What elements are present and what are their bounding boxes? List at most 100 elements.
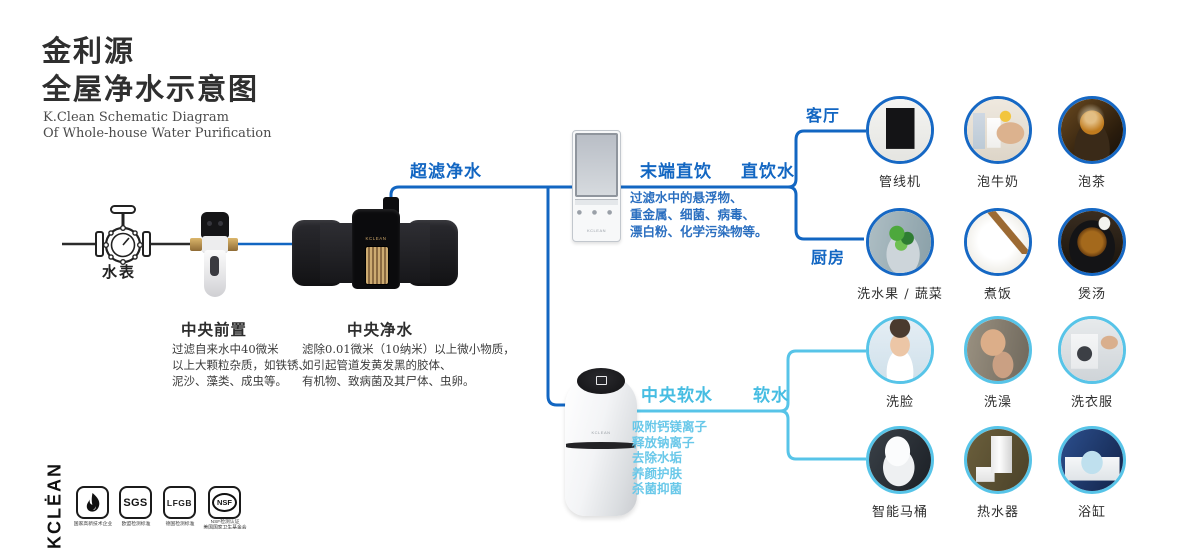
wash-face-photo xyxy=(869,319,931,381)
terminal-drinking-description: 过滤水中的悬浮物、 重金属、细菌、病毒、 漂白粉、化学污染物等。 xyxy=(630,189,768,240)
dispenser-panel xyxy=(575,133,618,197)
cert-badge-sgs: SGS xyxy=(119,486,152,519)
usage-soup xyxy=(1058,208,1126,276)
purifier-desc-line: 滤除0.01微米（10纳米）以上微小物质， xyxy=(302,342,515,356)
usage-laundry xyxy=(1058,316,1126,384)
dispenser-band xyxy=(575,199,618,205)
softener-desc-line: 释放钠离子 xyxy=(632,434,695,450)
usage-bathtub xyxy=(1058,426,1126,494)
softener-desc-line: 养颜护肤 xyxy=(632,465,683,481)
cert-badge-hightech xyxy=(76,486,109,519)
bathroom-branch xyxy=(774,409,866,461)
prefilter-heading: 中央前置 xyxy=(181,320,248,339)
usage-cook-rice xyxy=(964,208,1032,276)
page-title-line2: 全屋净水示意图 xyxy=(42,72,260,106)
softener-desc-line: 去除水垢 xyxy=(632,450,683,465)
zone-kitchen-label: 厨房 xyxy=(811,248,846,267)
soft-water-label: 软水 xyxy=(753,386,789,406)
usage-label: 洗水果 / 蔬菜 xyxy=(857,287,943,302)
terminal-desc-line: 重金属、细菌、病毒、 xyxy=(630,207,756,222)
softener-band xyxy=(566,442,636,449)
usage-label: 智能马桶 xyxy=(871,505,928,520)
prefilter-device xyxy=(188,211,240,299)
direct-drink-water-label: 直饮水 xyxy=(741,162,795,182)
usage-label: 洗澡 xyxy=(983,395,1012,410)
badge-caption: 欧盟检测标准 xyxy=(121,521,151,527)
flame-icon xyxy=(86,492,99,512)
softener-feed-line xyxy=(546,187,600,407)
prefilter-fitting-left xyxy=(190,238,202,251)
softener-display-icon xyxy=(596,376,607,385)
nsf-label: NSF xyxy=(217,498,232,507)
kitchen-branch xyxy=(780,185,864,241)
softener-desc-line: 吸附钙镁离子 xyxy=(632,419,708,434)
purifier-brand-text: KCLEAN xyxy=(365,236,387,241)
usage-water-heater xyxy=(964,426,1032,494)
usage-wash-face xyxy=(866,316,934,384)
softener-brand-text: KCLEAN xyxy=(591,430,611,435)
usage-label: 泡茶 xyxy=(1077,175,1106,190)
cert-badge-lfgb: LFGB xyxy=(163,486,196,519)
zone-living-room-label: 客厅 xyxy=(806,106,841,125)
pipeline-machine-photo xyxy=(869,99,931,161)
lfgb-label: LFGB xyxy=(166,497,193,508)
water-meter-icon xyxy=(95,205,151,266)
tea-photo xyxy=(1061,99,1123,161)
purifier-gold-panel xyxy=(366,247,388,284)
usage-label: 煮饭 xyxy=(983,287,1012,302)
cert-badge-nsf: NSF xyxy=(208,486,241,519)
rice-photo xyxy=(967,211,1029,273)
softener-display xyxy=(577,368,625,394)
prefilter-fitting-right xyxy=(226,238,238,251)
purifier-description: 滤除0.01微米（10纳米）以上微小物质， 如引起管道发黄发黑的胶体、 有机物、… xyxy=(302,341,515,389)
usage-tea xyxy=(1058,96,1126,164)
prefilter-head xyxy=(201,212,229,238)
prefilter-desc-line: 过滤自来水中40微米 xyxy=(172,342,279,356)
milk-photo xyxy=(967,99,1029,161)
softener-desc-line: 杀菌抑菌 xyxy=(632,481,683,496)
page-subtitle-line1: K.Clean Schematic Diagram xyxy=(43,110,229,125)
usage-milk xyxy=(964,96,1032,164)
usage-wash-vegetables xyxy=(866,208,934,276)
badge-caption: 德国检测标准 xyxy=(165,521,195,527)
smart-toilet-photo xyxy=(869,429,931,491)
badge-caption-line: 美国国家卫生基金会 xyxy=(203,524,247,530)
central-purifier-device: KCLEAN xyxy=(290,196,460,294)
dispenser-brand-text: KCLEAN xyxy=(586,228,606,234)
kclean-logo: KCLĖAN xyxy=(44,462,65,549)
purifier-desc-line: 如引起管道发黄发黑的胶体、 xyxy=(302,358,452,372)
page-subtitle-line2: Of Whole-house Water Purification xyxy=(43,126,272,141)
badge-caption-line: NSF检测认证 xyxy=(210,519,240,525)
vegetables-photo xyxy=(869,211,931,273)
usage-label: 热水器 xyxy=(976,505,1019,520)
shower-photo xyxy=(967,319,1029,381)
usage-label: 泡牛奶 xyxy=(976,175,1019,190)
prefilter-window xyxy=(210,256,219,276)
usage-label: 洗衣服 xyxy=(1070,395,1113,410)
ultra-filter-line xyxy=(389,185,786,213)
prefilter-desc-line: 以上大颗粒杂质，如铁锈、 xyxy=(172,358,310,372)
terminal-drinking-label: 末端直饮 xyxy=(640,162,712,182)
usage-label: 洗脸 xyxy=(885,395,914,410)
usage-label: 浴缸 xyxy=(1077,505,1106,520)
water-heater-photo xyxy=(967,429,1029,491)
badge-caption: 国家高新技术企业 xyxy=(73,521,113,527)
terminal-desc-line: 漂白粉、化学污染物等。 xyxy=(630,224,768,239)
bathtub-photo xyxy=(1061,429,1123,491)
usage-smart-toilet xyxy=(866,426,934,494)
prefilter-desc-line: 泥沙、藻类、成虫等。 xyxy=(172,374,287,388)
drinking-dispenser-device: ● ● ● KCLEAN xyxy=(572,130,621,242)
central-softener-label: 中央软水 xyxy=(641,386,713,406)
sgs-label: SGS xyxy=(123,496,148,509)
purifier-heading: 中央净水 xyxy=(347,320,414,339)
badge-caption: NSF检测认证 美国国家卫生基金会 xyxy=(201,519,249,530)
terminal-desc-line: 过滤水中的悬浮物、 xyxy=(630,190,743,205)
nsf-oval: NSF xyxy=(212,493,237,512)
page-title-line1: 金利源 xyxy=(42,34,136,68)
soup-photo xyxy=(1061,211,1123,273)
water-meter-label: 水表 xyxy=(102,263,137,281)
purifier-desc-line: 有机物、致病菌及其尸体、虫卵。 xyxy=(302,374,475,388)
softener-description: 吸附钙镁离子 释放钠离子 去除水垢 养颜护肤 杀菌抑菌 xyxy=(632,419,707,497)
